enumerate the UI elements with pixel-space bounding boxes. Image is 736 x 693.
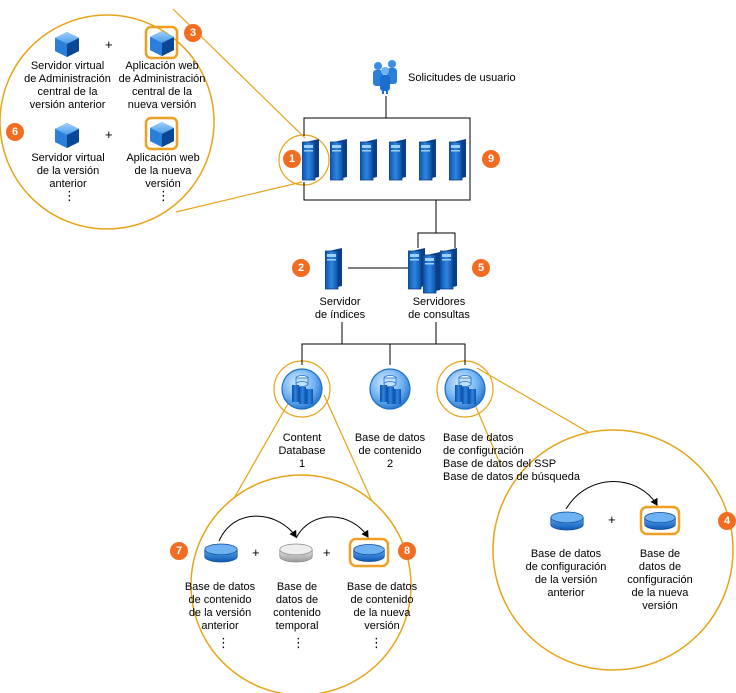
new-central-admin-label: Aplicación web de Administración central… xyxy=(118,60,206,111)
new-content-db-icon xyxy=(353,544,385,562)
query-bracket xyxy=(417,232,456,248)
old-content-db-label: Base de datos de contenido de la versión… xyxy=(184,581,256,632)
database-server-icon-1 xyxy=(281,368,323,410)
frontend-server-icon-3 xyxy=(360,139,378,181)
continuation-dots-5: ⋮ xyxy=(370,635,383,650)
callout-circle-web-apps xyxy=(0,14,215,230)
old-virtual-server-label: Servidor virtual de la versión anterior xyxy=(31,152,105,190)
query-server-icon-2 xyxy=(423,252,441,294)
frontend-bracket xyxy=(303,117,471,201)
content-database-1-label: Content Database 1 xyxy=(278,432,326,470)
plus-sign-4: + xyxy=(323,545,331,560)
continuation-dots: ⋮ xyxy=(63,188,76,203)
database-server-icon-2 xyxy=(369,368,411,410)
frontend-server-icon-1 xyxy=(302,139,320,181)
plus-sign-3: + xyxy=(252,545,260,560)
callout-connector-top-lower xyxy=(175,181,303,213)
index-server-icon xyxy=(325,248,343,290)
arrow-temp-to-new xyxy=(295,516,369,539)
frontend-server-icon-4 xyxy=(389,139,407,181)
continuation-dots-3: ⋮ xyxy=(217,635,230,650)
continuation-dots-4: ⋮ xyxy=(292,635,305,650)
content-database-2-label: Base de datos de contenido 2 xyxy=(354,432,426,470)
old-config-db-icon xyxy=(550,511,584,531)
new-content-db-label: Base de datos de contenido de la nueva v… xyxy=(346,581,418,632)
old-central-admin-label: Servidor virtual de Administración centr… xyxy=(24,60,111,111)
arrow-old-to-temp xyxy=(218,515,297,542)
new-web-app-label: Aplicación web de la nueva versión xyxy=(126,152,200,190)
frontend-server-icon-6 xyxy=(449,139,467,181)
callout-connector-right-lower xyxy=(475,406,502,467)
query-servers-label: Servidores de consultas xyxy=(408,296,470,321)
plus-sign-5: + xyxy=(608,512,616,527)
frontend-server-icon-5 xyxy=(419,139,437,181)
arrow-old-to-new-config xyxy=(565,481,658,510)
old-config-db-label: Base de datos de configuración de la ver… xyxy=(525,548,607,599)
step-badge-7: 7 xyxy=(170,542,188,560)
plus-sign: + xyxy=(105,37,113,52)
step-badge-3: 3 xyxy=(184,24,202,42)
step-badge-1: 1 xyxy=(283,150,301,168)
plus-sign-2: + xyxy=(105,127,113,142)
query-server-icon-1 xyxy=(408,248,426,290)
user-requests-label: Solicitudes de usuario xyxy=(408,72,516,84)
callout-circle-content-db xyxy=(190,474,412,693)
new-config-db-label: Base de datos de configuración de la nue… xyxy=(627,548,693,612)
step-badge-5: 5 xyxy=(472,259,490,277)
db-bus xyxy=(301,343,466,365)
temp-content-db-label: Base de datos de contenido temporal xyxy=(273,581,321,632)
index-server-label: Servidor de índices xyxy=(314,296,366,321)
new-config-db-icon xyxy=(644,512,676,530)
query-server-icon-3 xyxy=(440,248,458,290)
step-badge-6: 6 xyxy=(6,123,24,141)
frontend-server-icon-2 xyxy=(330,139,348,181)
config-ssp-search-db-label: Base de datos de configuración Base de d… xyxy=(443,432,581,483)
step-badge-2: 2 xyxy=(292,259,310,277)
step-badge-4: 4 xyxy=(718,512,736,530)
continuation-dots-2: ⋮ xyxy=(157,188,170,203)
step-badge-9: 9 xyxy=(482,150,500,168)
temp-content-db-icon xyxy=(279,543,313,563)
old-content-db-icon xyxy=(204,543,238,563)
users-icon xyxy=(373,60,397,94)
callout-circle-config-db xyxy=(492,429,734,671)
database-server-icon-3 xyxy=(444,368,486,410)
step-badge-8: 8 xyxy=(398,542,416,560)
